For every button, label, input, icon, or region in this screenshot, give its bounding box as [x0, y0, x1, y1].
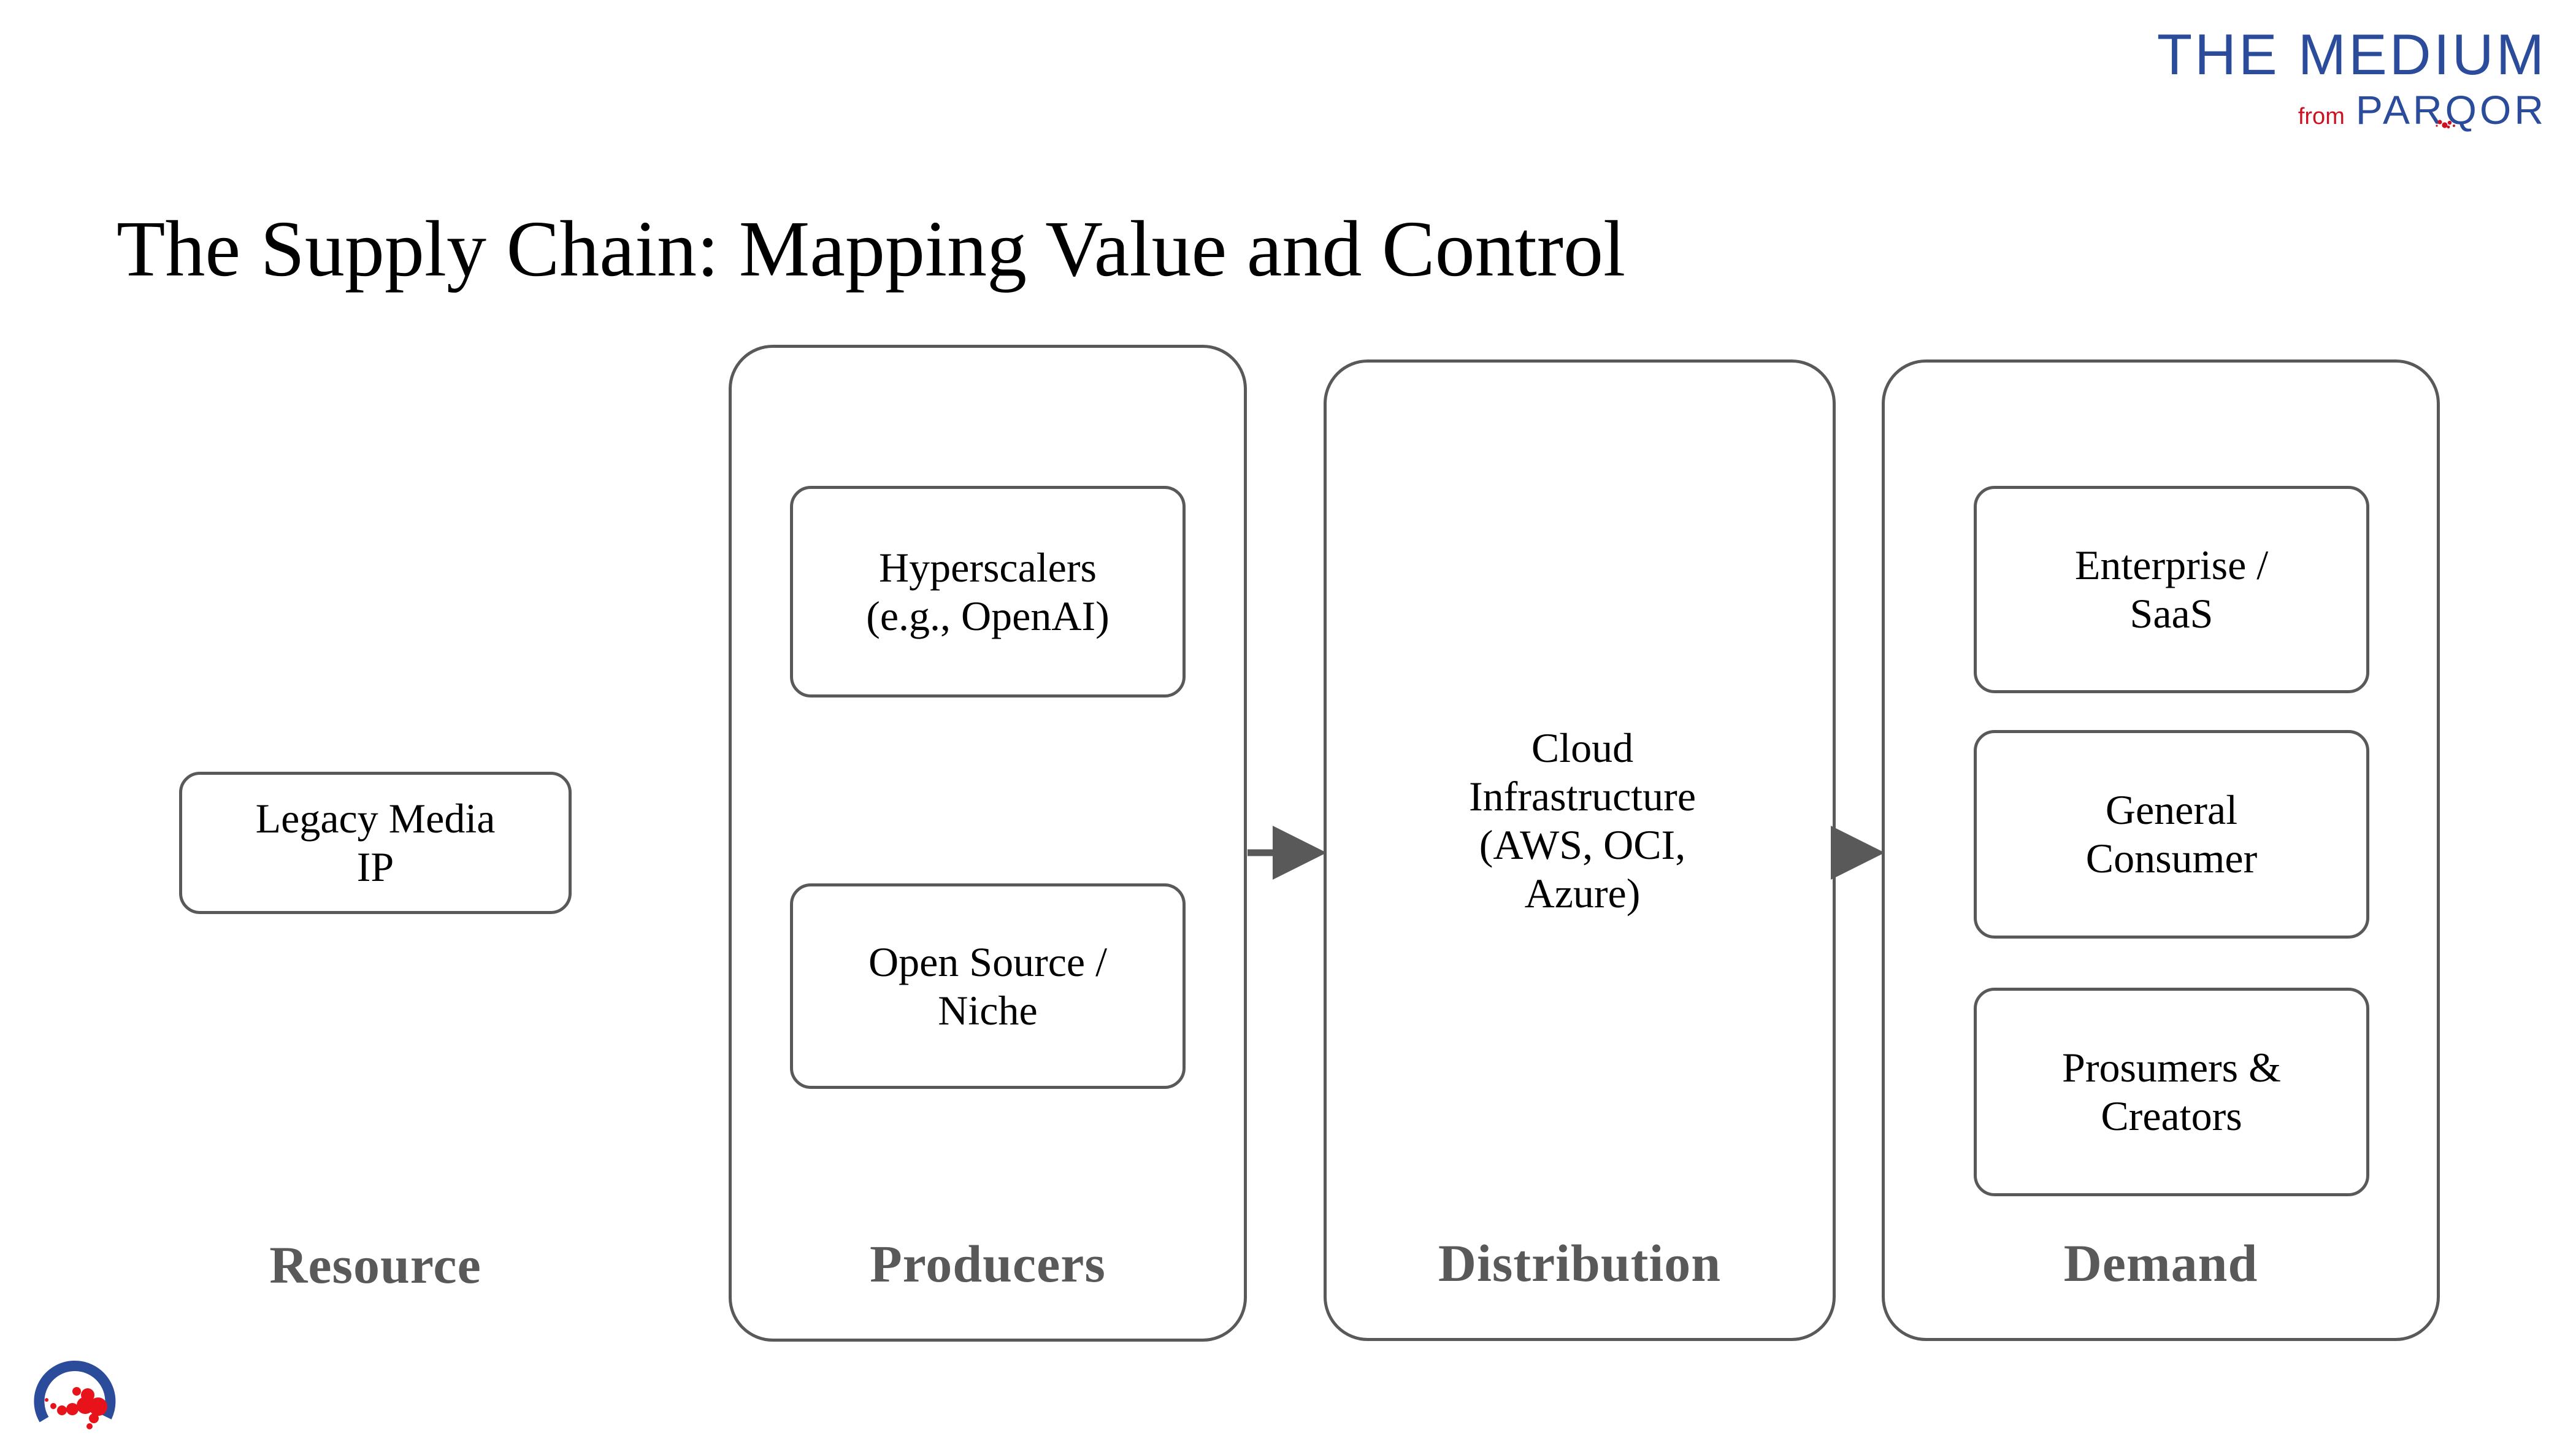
stage-caption-resource: Resource — [269, 1236, 481, 1294]
node-open-source-niche-line1: Open Source / — [868, 938, 1107, 985]
node-cloud-infrastructure-line3: (AWS, OCI, — [1479, 821, 1686, 868]
brand-from-label: from — [2298, 104, 2345, 129]
node-legacy-media-ip-line1: Legacy Media — [255, 795, 496, 842]
node-enterprise-saas-line1: Enterprise / — [2074, 542, 2269, 589]
node-prosumers-creators-line2: Creators — [2101, 1093, 2242, 1139]
node-enterprise-saas-line2: SaaS — [2129, 590, 2214, 637]
page-title: The Supply Chain: Mapping Value and Cont… — [117, 205, 1626, 294]
node-hyperscalers-line1: Hyperscalers — [879, 544, 1097, 591]
node-open-source-niche-label: Open Source / Niche — [868, 938, 1107, 1035]
node-enterprise-saas-label: Enterprise / SaaS — [2075, 541, 2268, 638]
node-legacy-media-ip-label: Legacy Media IP — [256, 794, 496, 891]
node-hyperscalers-label: Hyperscalers (e.g., OpenAI) — [866, 544, 1110, 640]
node-cloud-infrastructure: Cloud Infrastructure (AWS, OCI, Azure) — [1346, 724, 1819, 918]
node-enterprise-saas[interactable]: Enterprise / SaaS — [1974, 486, 2369, 693]
node-general-consumer-line2: Consumer — [2085, 835, 2258, 882]
node-open-source-niche-line2: Niche — [938, 986, 1038, 1034]
node-general-consumer[interactable]: General Consumer — [1974, 730, 2369, 939]
parqor-q-logo-icon — [34, 1361, 116, 1429]
stage-caption-producers: Producers — [870, 1234, 1106, 1293]
node-general-consumer-label: General Consumer — [2086, 786, 2258, 883]
node-hyperscalers[interactable]: Hyperscalers (e.g., OpenAI) — [790, 486, 1186, 698]
node-cloud-infrastructure-line2: Infrastructure — [1468, 772, 1696, 820]
node-cloud-infrastructure-line4: Azure) — [1524, 869, 1641, 917]
node-hyperscalers-line2: (e.g., OpenAI) — [866, 592, 1110, 639]
node-prosumers-creators-line1: Prosumers & — [2062, 1044, 2281, 1091]
node-legacy-media-ip-line2: IP — [356, 844, 394, 890]
node-open-source-niche[interactable]: Open Source / Niche — [790, 883, 1186, 1089]
stage-caption-distribution: Distribution — [1438, 1234, 1722, 1293]
node-legacy-media-ip[interactable]: Legacy Media IP — [179, 772, 572, 914]
node-general-consumer-line1: General — [2105, 786, 2238, 834]
node-prosumers-creators[interactable]: Prosumers & Creators — [1974, 988, 2369, 1196]
stage-caption-demand: Demand — [2063, 1234, 2258, 1293]
node-prosumers-creators-label: Prosumers & Creators — [2062, 1044, 2281, 1140]
node-cloud-infrastructure-line1: Cloud — [1531, 724, 1634, 771]
brand-name-primary: THE MEDIUM — [2156, 22, 2547, 86]
